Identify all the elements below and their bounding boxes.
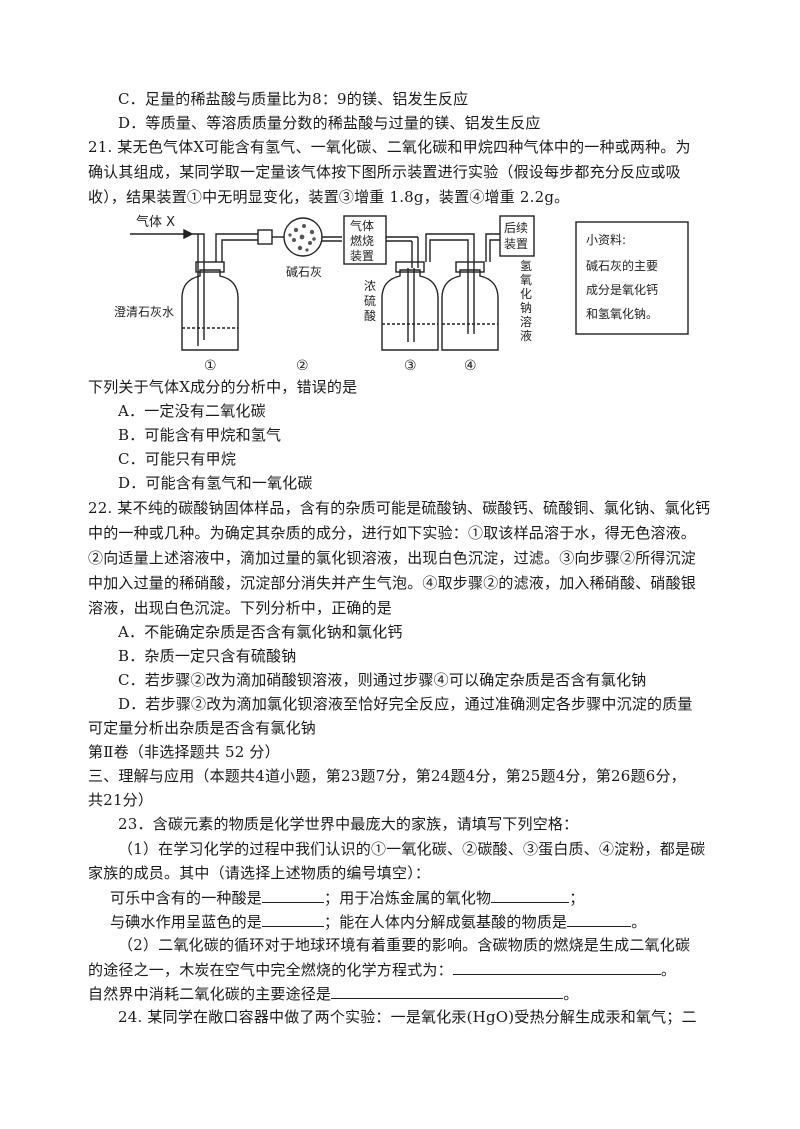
- naoh-label-2: 氧: [520, 273, 532, 287]
- q22-option-b: B．杂质一定只含有硫酸钠: [118, 647, 297, 665]
- naoh-label-6: 液: [520, 328, 532, 343]
- q23-part2-line1: （2）二氧化碳的循环对于地球环境有着重要的影响。含碳物质的燃烧是生成二氧化碳: [118, 936, 691, 954]
- q21-option-b: B．可能含有甲烷和氢气: [118, 426, 282, 444]
- burner-label-2: 燃烧: [350, 233, 374, 248]
- limewater-label: 澄清石灰水: [114, 304, 174, 319]
- part-3-heading: 三、理解与应用（本题共4道小题，第23题7分，第24题4分，第25题4分，第26…: [88, 767, 686, 785]
- q22-stem-line1: 22. 某不纯的碳酸钠固体样品，含有的杂质可能是硫酸钠、碳酸钙、硫酸铜、氯化钠、…: [88, 499, 711, 517]
- answer-blank-oxide[interactable]: [491, 886, 570, 903]
- naoh-label-5: 溶: [520, 314, 532, 329]
- q24-stem: 24. 某同学在敞口容器中做了两个实验：一是氧化汞(HgO)受热分解生成汞和氧气…: [118, 1008, 697, 1026]
- apparatus-number-3: ③: [404, 358, 417, 374]
- note-line-1: 碱石灰的主要: [586, 258, 658, 273]
- q23-prompt-amino: ；能在人体内分解成氨基酸的物质是: [324, 913, 568, 931]
- naoh-label-3: 化: [520, 287, 532, 301]
- q21-stem-line2: 确认其组成，某同学取一定量该气体按下图所示装置进行实验（假设每步都充分反应或吸: [88, 163, 681, 181]
- q21-option-a: A．一定没有二氧化碳: [118, 402, 266, 420]
- q21-question: 下列关于气体X成分的分析中，错误的是: [88, 378, 358, 396]
- q23-stem: 23．含碳元素的物质是化学世界中最庞大的家族，请填写下列空格：: [118, 815, 579, 833]
- q23-part1-line2: 家族的成员。其中（请选择上述物质的编号填空）：: [88, 864, 431, 882]
- burner-label-3: 装置: [350, 249, 374, 263]
- answer-blank-co2-path[interactable]: [331, 982, 564, 999]
- followup-label-1: 后续: [504, 221, 528, 235]
- q22-stem-line3: ②向适量上述溶液中，滴加过量的氯化钡溶液，出现白色沉淀，过滤。③向步骤②所得沉淀: [88, 549, 697, 567]
- q21-stem-line1: 21. 某无色气体X可能含有氢气、一氧化碳、二氧化碳和甲烷四种气体中的一种或两种…: [88, 138, 691, 156]
- gas-x-label: 气体 X: [136, 214, 175, 230]
- naoh-label-1: 氢: [520, 258, 532, 273]
- soda-lime-label: 碱石灰: [286, 265, 322, 279]
- note-line-3: 和氢氧化钠。: [586, 306, 658, 321]
- q20-option-c: C．足量的稀盐酸与质量比为8：9的镁、铝发生反应: [118, 90, 469, 108]
- q22-option-c: C．若步骤②改为滴加硝酸钡溶液，则通过步骤④可以确定杂质是否含有氯化钠: [118, 671, 647, 689]
- q23-part2-line2: 的途径之一，木炭在空气中完全燃烧的化学方程式为：。: [88, 958, 676, 981]
- answer-blank-iodine[interactable]: [262, 910, 325, 927]
- q21-option-d: D．可能含有氢气和一氧化碳: [118, 474, 313, 492]
- q22-stem-line2: 中的一种或几种。为确定其杂质的成分，进行如下实验：①取该样品溶于水，得无色溶液。: [88, 524, 697, 542]
- q22-stem-line5: 溶液，出现白色沉淀。下列分析中，正确的是: [88, 599, 393, 617]
- section-2-title: 第Ⅱ卷（非选择题共 52 分）: [88, 743, 280, 761]
- apparatus-number-4: ④: [464, 358, 477, 374]
- apparatus-number-1: ①: [204, 358, 217, 374]
- q23-prompt-oxide: ；用于冶炼金属的氧化物: [324, 889, 492, 907]
- q23-blank-row1: 可乐中含有的一种酸是；用于冶炼金属的氧化物；: [110, 886, 584, 909]
- q23-prompt-acid: 可乐中含有的一种酸是: [110, 889, 263, 907]
- acid-label-2: 硫: [364, 293, 376, 308]
- q22-option-d-cont: 可定量分析出杂质是否含有氯化钠: [88, 719, 317, 737]
- q21-stem-line3: 收），结果装置①中无明显变化，装置③增重 1.8g，装置④增重 2.2g。: [88, 188, 570, 206]
- acid-label-1: 浓: [364, 279, 376, 293]
- q21-option-c: C．可能只有甲烷: [118, 450, 237, 468]
- answer-blank-equation[interactable]: [452, 958, 661, 975]
- q23-part1-line1: （1）在学习化学的过程中我们认识的①一氧化碳、②碳酸、③蛋白质、④淀粉，都是碳: [118, 840, 706, 858]
- q23-blank-row2: 与碘水作用呈蓝色的是；能在人体内分解成氨基酸的物质是。: [110, 910, 646, 933]
- followup-label-2: 装置: [504, 237, 528, 251]
- q22-option-a: A．不能确定杂质是否含有氯化钠和氯化钙: [118, 623, 403, 641]
- answer-blank-amino[interactable]: [567, 910, 632, 927]
- q22-option-d: D．若步骤②改为滴加氯化钡溶液至恰好完全反应，通过准确测定各步骤中沉淀的质量: [118, 695, 693, 713]
- apparatus-number-2: ②: [296, 358, 309, 374]
- acid-label-3: 酸: [364, 308, 376, 323]
- q23-prompt-iodine: 与碘水作用呈蓝色的是: [110, 913, 263, 931]
- note-title: 小资料:: [586, 233, 626, 247]
- q22-stem-line4: 中加入过量的稀硝酸，沉淀部分消失并产生气泡。④取步骤②的滤液，加入稀硝酸、硝酸银: [88, 574, 697, 592]
- part-3-heading-cont: 共21分）: [88, 791, 154, 809]
- apparatus-diagram: 气体 X 碱石灰 气体 燃烧 装置 后续 装置 澄清石灰水 浓 硫 酸 氢 氧 …: [114, 214, 689, 374]
- naoh-label-4: 钠: [520, 300, 532, 315]
- burner-label-1: 气体: [350, 218, 374, 233]
- note-line-2: 成分是氧化钙: [586, 283, 658, 297]
- q20-option-d: D．等质量、等溶质质量分数的稀盐酸与过量的镁、铝发生反应: [118, 114, 541, 132]
- answer-blank-acid[interactable]: [262, 886, 325, 903]
- q23-part2-line3: 自然界中消耗二氧化碳的主要途径是。: [88, 982, 578, 1005]
